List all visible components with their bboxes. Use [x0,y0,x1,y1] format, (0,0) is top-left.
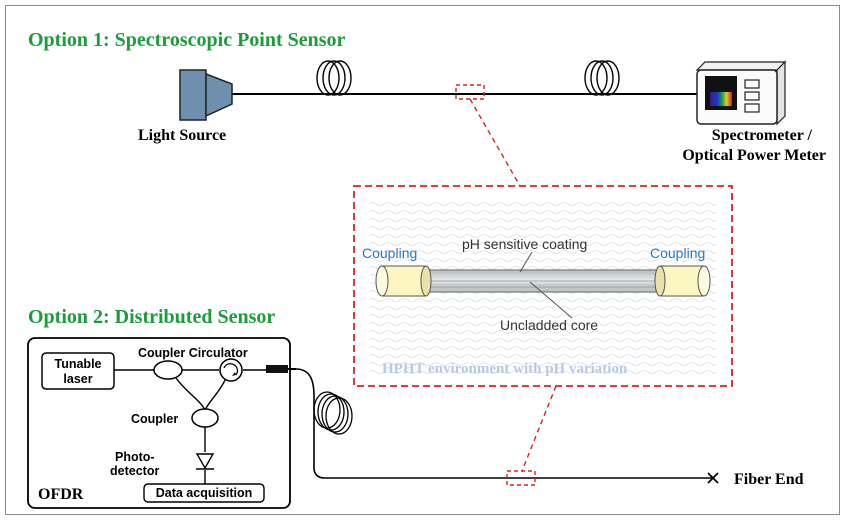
spectrometer-icon [695,60,787,126]
spectrometer-label-line2: Optical Power Meter [682,147,826,164]
circulator-icon [219,358,243,382]
tunable-laser-label-line1: Tunable [55,357,102,371]
coupling-left-label: Coupling [362,245,417,261]
fiber-end-label: Fiber End [734,471,804,488]
photodetector-label-line1: Photo- [115,450,155,464]
coating-label: pH sensitive coating [462,236,587,252]
coupler-circulator-label: Coupler Circulator [138,346,248,360]
figure-frame [5,5,840,515]
light-source-icon [179,69,233,121]
coupler-label: Coupler [131,412,178,426]
sensing-fiber [295,368,712,479]
sensor-inset-box [353,185,733,387]
core-leader [529,281,573,319]
ofdr-connections [114,369,268,484]
data-acquisition-box [143,483,265,503]
fiber-coil-icon [584,60,620,96]
coupler-icon [153,360,183,380]
sensing-region-marker [455,84,485,100]
coupling-left-icon [375,265,432,297]
coating-leader [519,251,533,273]
ofdr-label: OFDR [38,486,84,503]
spectrometer-label-line1: Spectrometer / [712,127,813,144]
coupling-right-label: Coupling [650,245,705,261]
zoom-line [469,98,521,187]
fiber-end-icon [707,472,719,484]
light-source-label: Light Source [138,127,226,144]
option1-title: Option 1: Spectroscopic Point Sensor [28,29,346,51]
sensing-region-marker [506,470,536,486]
tunable-laser-box [41,352,115,390]
core-label: Uncladded core [500,317,598,333]
data-acquisition-label: Data acquisition [156,486,253,500]
coupler-icon [191,408,219,428]
photodetector-label-line2: detector [110,464,159,478]
uncladded-core-fiber [417,269,667,293]
environment-label: HPHT environment with pH variation [382,361,628,377]
ofdr-box [27,337,291,509]
fiber-connector-icon [266,365,296,373]
fiber-coil-icon [313,391,353,435]
fiber-coil-icon [316,60,352,96]
tunable-laser-label-line2: laser [63,372,92,386]
option2-title: Option 2: Distributed Sensor [28,306,275,328]
photodetector-icon [195,453,215,470]
zoom-line [521,385,557,472]
coupling-right-icon [654,265,711,297]
